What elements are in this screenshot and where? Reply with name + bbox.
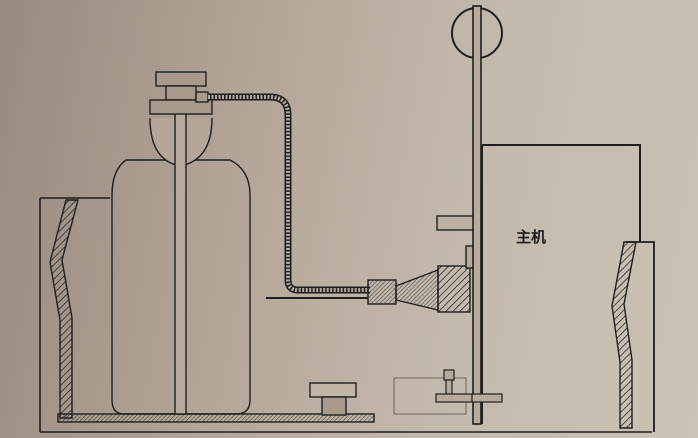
main-unit-label: 主机 xyxy=(516,228,547,246)
main-unit-housing xyxy=(481,144,655,432)
pedestal xyxy=(309,382,357,416)
cylinder-valve xyxy=(149,71,213,115)
left-tank-wall xyxy=(39,197,110,432)
shaft-clamp xyxy=(435,369,503,403)
base-plate xyxy=(40,413,652,433)
gas-hose xyxy=(208,93,370,294)
injector-nozzle xyxy=(367,215,480,313)
vertical-shaft xyxy=(451,5,503,425)
gas-cylinder xyxy=(111,111,251,415)
